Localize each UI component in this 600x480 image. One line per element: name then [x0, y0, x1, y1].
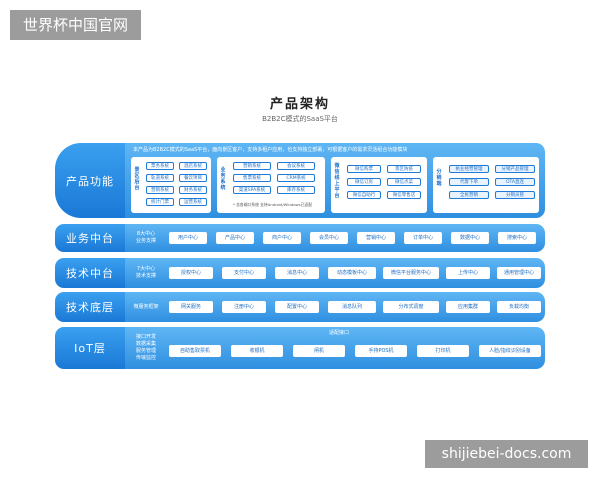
base-item: 消息队列 — [328, 301, 376, 313]
center-item: 产品中心 — [216, 232, 254, 244]
base-sub-line: 微服务框架 — [133, 303, 159, 310]
module-pill: 餐饮项目 — [179, 174, 207, 182]
group-business-system: 业务系统 营销系统 会议系统 售票系统 CRM系统 渠道SPA系统 库存系统 *… — [217, 157, 325, 213]
row-iot: IoT层 接口开发 数据采集 服务管理 传输监控 适配接口 自助售取票机 收银机… — [55, 327, 545, 369]
iot-sub-line: 服务管理 — [135, 348, 156, 354]
iot-sub-line: 传输监控 — [135, 355, 156, 361]
base-item: 网关服务 — [169, 301, 213, 313]
center-item: 用户中心 — [169, 232, 207, 244]
device-item: 自助售取票机 — [169, 345, 221, 357]
row-content-product: 本产品为B2B2C模式的SaaS平台，面向景区客户，支持多租户应用，也支持独立部… — [125, 143, 545, 218]
row-business: 业务中台 8大中心 业务支撑 用户中心 产品中心 商户中心 会员中心 营销中心 … — [55, 224, 545, 252]
module-pill: 酒店系统 — [179, 162, 207, 170]
center-item: 上传中心 — [446, 267, 490, 279]
center-item: 消息中心 — [275, 267, 319, 279]
base-item: 注册中心 — [222, 301, 266, 313]
row-label-business: 业务中台 — [55, 224, 125, 252]
center-item: 动态模板中心 — [328, 267, 376, 279]
module-pill: 营销系统 — [146, 186, 174, 194]
tech-sub-line: 7大中心 — [136, 266, 156, 272]
center-item: 会员中心 — [310, 232, 348, 244]
tech-sub-line: 技术支撑 — [135, 273, 156, 279]
center-item: 订单中心 — [404, 232, 442, 244]
row-content-tech: 7大中心 技术支撑 授权中心 支付中心 消息中心 动态模板中心 微信平台服务中心… — [125, 258, 545, 288]
base-item: 配置中心 — [275, 301, 319, 313]
row-base: 技术底层 微服务框架 网关服务 注册中心 配置中心 消息队列 分布式调度 应用集… — [55, 292, 545, 322]
base-item: 应用集群 — [446, 301, 490, 313]
diagram-subtitle: B2B2C模式的SaaS平台 — [262, 115, 338, 123]
device-item: 闸机 — [293, 345, 345, 357]
row-label-product: 产品功能 — [55, 143, 125, 218]
module-pill: 渠道SPA系统 — [233, 186, 271, 194]
row-tech: 技术中台 7大中心 技术支撑 授权中心 支付中心 消息中心 动态模板中心 微信平… — [55, 258, 545, 288]
module-pill: 微信点菜 — [387, 178, 421, 186]
module-pill: 微信购票 — [347, 165, 381, 173]
device-item: 手持POS机 — [355, 345, 407, 357]
diagram-title: 产品架构 — [269, 97, 330, 112]
module-pill: 库存系统 — [277, 186, 315, 194]
base-item: 分布式调度 — [383, 301, 439, 313]
group-distribution: 分销端 执业经营管理 分销产品管理 代客下单 OTA直连 全民营销 分销员管 — [433, 157, 539, 213]
center-item: 支付中心 — [222, 267, 266, 279]
row-label-tech: 技术中台 — [55, 258, 125, 288]
iot-sub: 接口开发 数据采集 服务管理 传输监控 — [129, 327, 163, 369]
business-sub: 8大中心 业务支撑 — [129, 224, 163, 252]
base-sub: 微服务框架 — [129, 292, 163, 322]
group-note: * 含各端口系统 支持Android/Windows已适配 — [233, 202, 312, 207]
module-pill: 执业经营管理 — [449, 165, 489, 173]
business-sub-line: 8大中心 — [136, 231, 156, 237]
module-pill: 分销员管 — [495, 191, 535, 199]
module-pill: 全民营销 — [449, 191, 489, 199]
center-item: 授权中心 — [169, 267, 213, 279]
module-pill: 售票系统 — [233, 174, 271, 182]
device-item: 人脸/指纹识别设备 — [479, 345, 541, 357]
center-item: 数据中心 — [451, 232, 489, 244]
row-product: 产品功能 本产品为B2B2C模式的SaaS平台，面向景区客户，支持多租户应用，也… — [55, 143, 545, 218]
tech-sub: 7大中心 技术支撑 — [129, 258, 163, 288]
group-name: 分销端 — [436, 169, 442, 187]
watermark-top: 世界杯中国官网 — [10, 10, 141, 40]
iot-header: 适配接口 — [329, 330, 350, 336]
row-label-iot: IoT层 — [55, 327, 125, 369]
module-pill: 微信自助行 — [347, 191, 381, 199]
business-sub-line: 业务支撑 — [135, 238, 156, 244]
row-label-base: 技术底层 — [55, 292, 125, 322]
row-content-base: 微服务框架 网关服务 注册中心 配置中心 消息队列 分布式调度 应用集群 负载均… — [125, 292, 545, 322]
module-pill: 统计门票 — [146, 198, 174, 206]
group-name: 微信线上平台 — [334, 163, 340, 199]
module-pill: 营销系统 — [233, 162, 271, 170]
iot-sub-line: 接口开发 — [135, 334, 156, 340]
center-item: 搜索中心 — [498, 232, 536, 244]
product-header: 本产品为B2B2C模式的SaaS平台，面向景区客户，支持多租户应用，也支持独立部… — [133, 147, 408, 153]
module-pill: 微信零售店 — [387, 191, 421, 199]
group-scenic-admin: 景区后台 票务系统 酒店系统 轨道系统 餐饮项目 营销系统 财务系统 统计门票 … — [131, 157, 211, 213]
iot-sub-line: 数据采集 — [135, 341, 156, 347]
module-pill: OTA直连 — [495, 178, 535, 186]
module-pill: 分销产品管理 — [495, 165, 535, 173]
center-item: 商户中心 — [263, 232, 301, 244]
module-pill: 会议系统 — [277, 162, 315, 170]
center-item: 微信平台服务中心 — [383, 267, 439, 279]
row-content-business: 8大中心 业务支撑 用户中心 产品中心 商户中心 会员中心 营销中心 订单中心 … — [125, 224, 545, 252]
module-pill: 运营系统 — [179, 198, 207, 206]
device-item: 打印机 — [417, 345, 469, 357]
module-pill: 代客下单 — [449, 178, 489, 186]
module-pill: 票务系统 — [146, 162, 174, 170]
device-item: 收银机 — [231, 345, 283, 357]
base-item: 负载均衡 — [497, 301, 541, 313]
module-pill: 财务系统 — [179, 186, 207, 194]
center-item: 营销中心 — [357, 232, 395, 244]
module-pill: CRM系统 — [277, 174, 315, 182]
group-wechat-platform: 微信线上平台 微信购票 景区防疫 微信订房 微信点菜 微信自助行 微信零售店 — [331, 157, 427, 213]
watermark-bottom: shijiebei-docs.com — [425, 440, 588, 468]
module-pill: 景区防疫 — [387, 165, 421, 173]
center-item: 通用管理中心 — [497, 267, 541, 279]
group-name: 业务系统 — [220, 167, 226, 191]
group-name: 景区后台 — [134, 167, 140, 191]
row-content-iot: 接口开发 数据采集 服务管理 传输监控 适配接口 自助售取票机 收银机 闸机 手… — [125, 327, 545, 369]
module-pill: 微信订房 — [347, 178, 381, 186]
module-pill: 轨道系统 — [146, 174, 174, 182]
